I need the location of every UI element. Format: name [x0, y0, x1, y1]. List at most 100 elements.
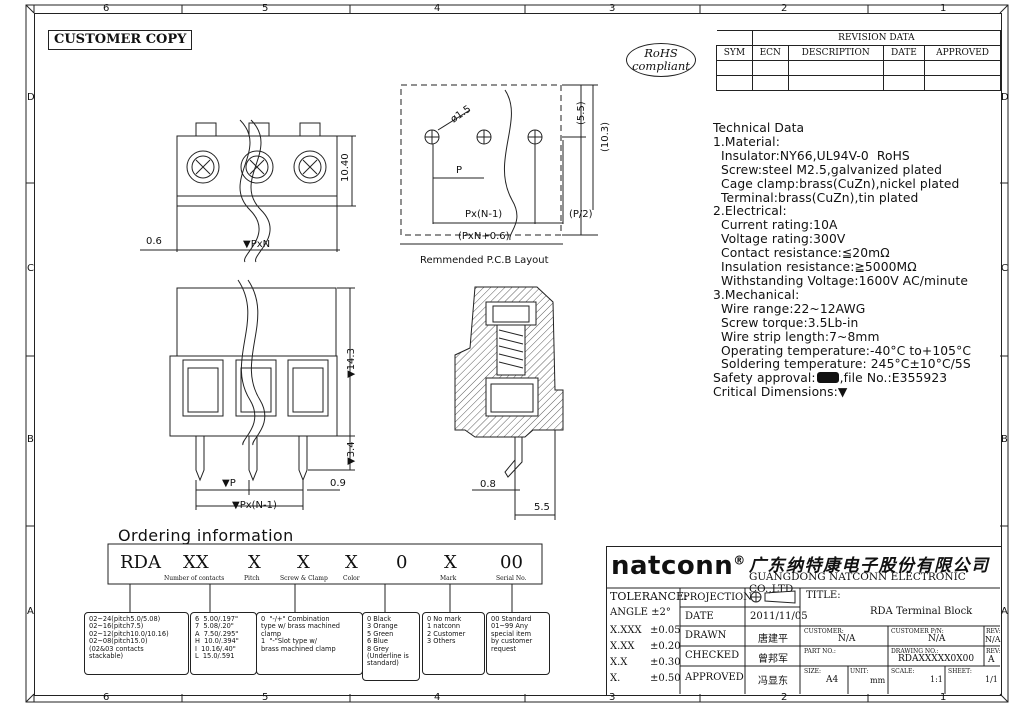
ul-mark-icon [816, 372, 839, 384]
tol-xxx: X.XXX [610, 625, 642, 636]
zone-top-1: 1 [940, 3, 947, 14]
mark-options-box: 0 No mark 1 natconn 2 Customer 3 Others [422, 612, 485, 675]
tol-xx-val: ±0.20 [650, 641, 681, 652]
dim-px-n1: Px(N-1) [465, 209, 503, 220]
zone-left-b: B [27, 434, 34, 445]
dim-p-half: (P/2) [569, 209, 593, 220]
zone-right-d: D [1001, 92, 1009, 103]
title-value: RDA Terminal Block [870, 606, 973, 617]
customer-pn-value: N/A [928, 634, 946, 644]
tech-line: Current rating:10A [713, 218, 838, 233]
tech-line: Technical Data [713, 121, 805, 135]
rev-cell [924, 75, 1001, 91]
critical-dimensions: Critical Dimensions:▼ [713, 385, 848, 400]
zone-top-2: 2 [781, 3, 788, 14]
zone-left-d: D [27, 92, 35, 103]
company-name-chinese: 广东纳特康电子股份有限公司 [749, 556, 990, 576]
tech-line: Terminal:brass(CuZn),tin plated [713, 190, 919, 205]
tech-line: Insulation resistance:≧5000MΩ [713, 260, 917, 275]
scale-label: SCALE: [891, 668, 915, 675]
tech-line: Insulator:NY66,UL94V-0 RoHS [713, 148, 910, 163]
pitch-options-box: 6 5.00/.197" 7 5.08/.20" A 7.50/.295" H … [190, 612, 257, 675]
dim-0-9: 0.9 [330, 478, 346, 489]
caption-contacts: Number of contacts [164, 575, 225, 582]
tol-x: X.X [610, 657, 628, 668]
date-value: 2011/11/05 [750, 611, 808, 622]
tech-line: 2.Electrical: [713, 204, 787, 219]
tech-line: Contact resistance:≦20mΩ [713, 246, 890, 261]
angle-tolerance: ANGLE ±2° [610, 607, 671, 618]
date-label: DATE [685, 611, 714, 622]
zone-bottom-6: 6 [103, 692, 110, 703]
sheet-label: SHEET: [948, 668, 972, 675]
dim-0-8: 0.8 [480, 479, 496, 490]
dim-pxn: ▼PxN [243, 239, 271, 250]
title-block: natconn® 广东纳特康电子股份有限公司 GUANGDONG NATCONN… [606, 546, 1001, 695]
drawn-label: DRAWN [685, 630, 727, 641]
front-view [169, 279, 355, 510]
tech-line: Withstanding Voltage:1600V AC/minute [713, 273, 969, 288]
caption-screw-clamp: Screw & Clamp [280, 575, 328, 582]
checked-label: CHECKED [685, 650, 740, 661]
dim-p-bottom: ▼P [222, 478, 236, 489]
zone-top-6: 6 [103, 3, 110, 14]
checked-value: 曾邦军 [758, 654, 788, 665]
logo-text: natconn [611, 551, 734, 581]
tol-xxx-val: ±0.05 [650, 625, 681, 636]
scale-value: 1:1 [930, 675, 943, 684]
code-screw-clamp: X [297, 552, 310, 573]
tech-line: Screw torque:3.5Lb-in [713, 315, 859, 330]
dim-0-6: 0.6 [146, 236, 162, 247]
zone-right-b: B [1001, 434, 1008, 445]
size-value: A4 [826, 675, 839, 685]
rohs-badge: RoHS compliant [626, 43, 696, 77]
customer-value: N/A [838, 634, 856, 644]
zone-right-a: A [1001, 606, 1008, 617]
safety-label: Safety approval: [713, 371, 816, 386]
drawing-no-value: RDAXXXXX0X00 [898, 654, 975, 664]
tol-xx: X.XX [610, 641, 635, 652]
rohs-text: RoHS [644, 46, 678, 60]
code-zero: 0 [396, 552, 408, 573]
sheet-value: 1/1 [985, 675, 998, 684]
unit-value: mm [870, 676, 886, 685]
zone-left-a: A [27, 606, 34, 617]
zone-left-c: C [27, 263, 34, 274]
safety-approval-line: Safety approval:,file No.:E355923 [713, 371, 971, 386]
color-options-box: 0 Black 3 Orange 5 Green 6 Blue 8 Grey (… [362, 612, 420, 681]
tech-line: Operating temperature:-40°C to+105°C [713, 343, 972, 358]
part-no-label: PART NO.: [804, 648, 836, 655]
registered-mark: ® [733, 553, 746, 568]
side-section [454, 286, 564, 520]
tol-int-val: ±0.50 [650, 673, 681, 684]
pcb-layout [400, 84, 598, 245]
tech-line: Wire range:22~12AWG [713, 301, 866, 316]
zone-top-4: 4 [434, 3, 441, 14]
code-serial: 00 [500, 552, 523, 573]
zone-bottom-3: 3 [609, 692, 616, 703]
rev-value-1: N/A [985, 635, 1001, 644]
tech-line: 3.Mechanical: [713, 287, 800, 302]
rohs-compliant-text: compliant [632, 59, 690, 73]
dim-p: P [456, 165, 463, 176]
tech-line: Voltage rating:300V [713, 232, 846, 247]
zone-bottom-4: 4 [434, 692, 441, 703]
drawing-no-label: DRAWING NO.: [891, 648, 939, 655]
technical-data: Technical Data 1.Material: Insulator:NY6… [713, 121, 972, 400]
code-color: X [345, 552, 358, 573]
customer-label: CUSTOMER: [804, 628, 844, 635]
serial-options-box: 00 Standard 01~99 Any special item by cu… [486, 612, 550, 675]
drawing-frame [34, 13, 1002, 696]
zone-top-5: 5 [262, 3, 269, 14]
code-mark: X [444, 552, 457, 573]
code-pitch: X [248, 552, 261, 573]
revision-table: REVISION DATA SYM ECN DESCRIPTION DATE A… [716, 30, 1002, 91]
code-rda: RDA [120, 552, 161, 573]
tolerance-label: TOLERANCE: [610, 590, 688, 603]
zone-right-c: C [1001, 263, 1008, 274]
rev-cell [787, 75, 884, 91]
dim-5-5-bottom: 5.5 [534, 502, 550, 513]
rev-label: REV: [986, 628, 1001, 635]
